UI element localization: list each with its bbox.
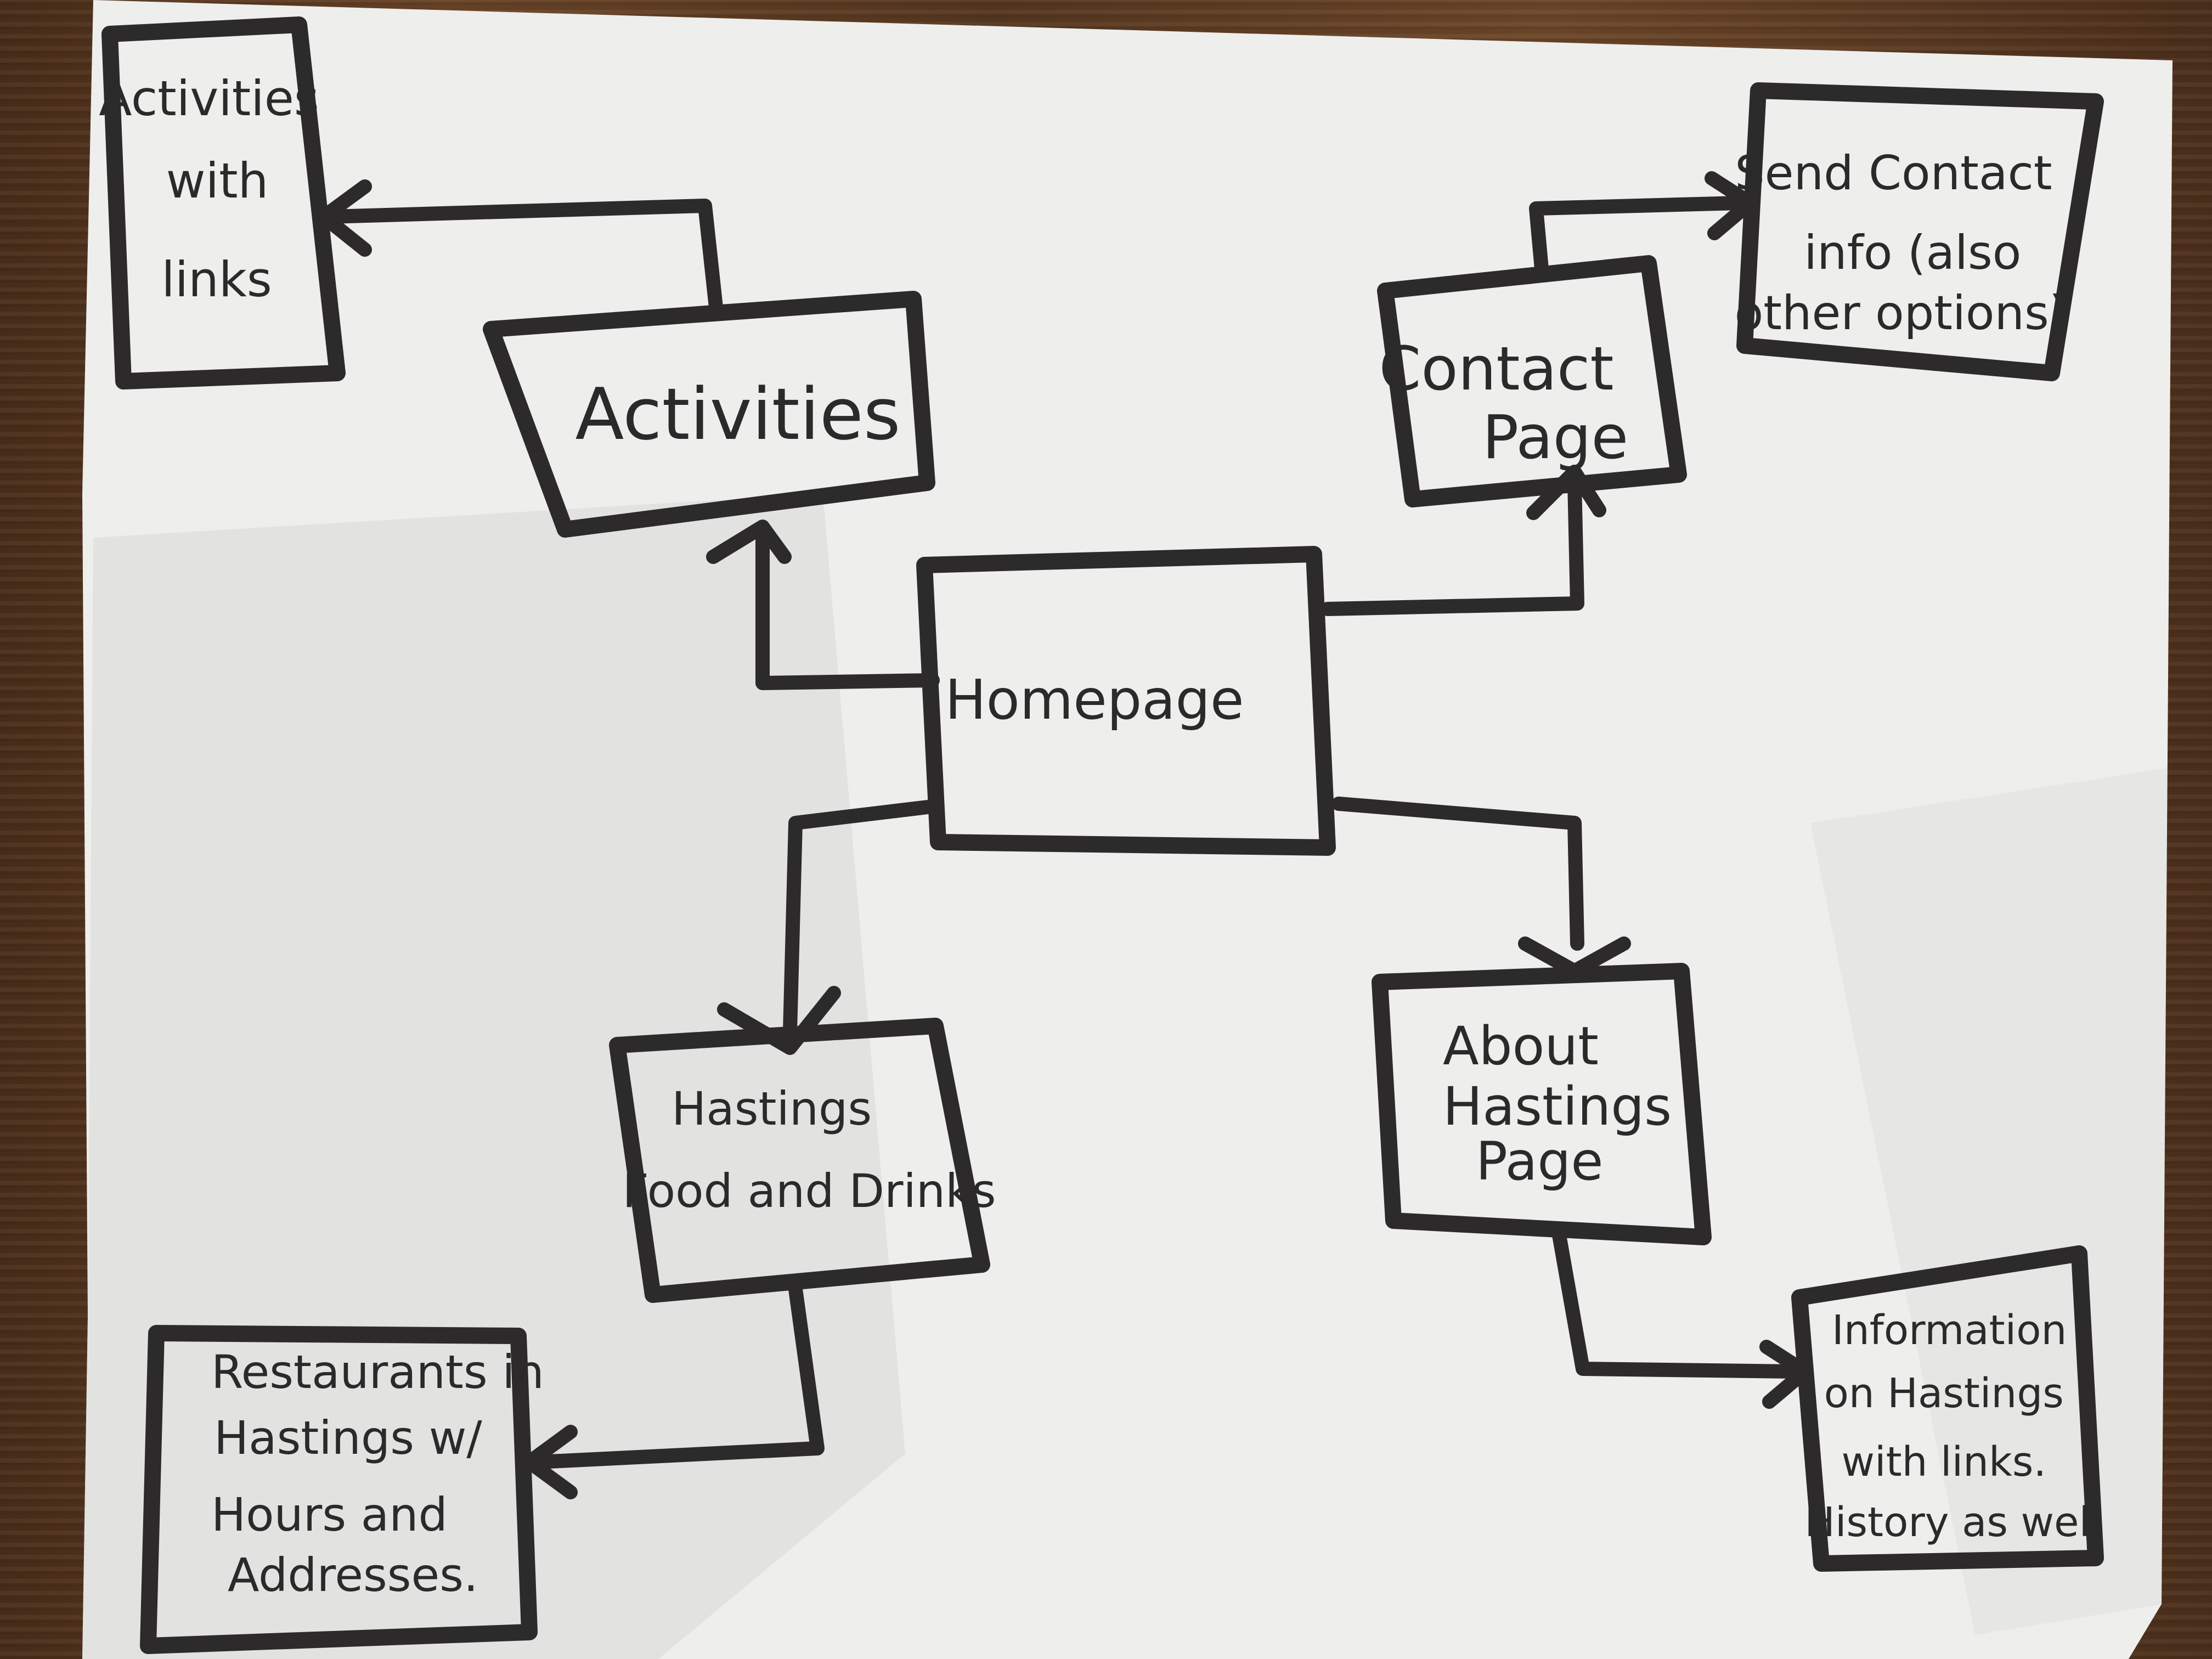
box-food [609, 1018, 990, 1303]
label-send-contact-line: Send Contact [1735, 146, 2052, 201]
labels: Activities with links Activities Homepag… [99, 70, 2101, 1602]
edge-homepage-contact [1321, 476, 1584, 616]
label-send-contact-line: info (also [1804, 225, 2021, 280]
label-contact-line: Contact [1379, 334, 1614, 404]
label-information-line: with links. [1842, 1438, 2046, 1486]
label-send-contact: Send Contact info (also other options) [1735, 146, 2068, 341]
arrowhead-contact [1526, 465, 1606, 520]
box-send-contact [1736, 82, 2104, 381]
label-food-line: Hastings [672, 1082, 872, 1136]
label-information: Information on Hastings with links. Hist… [1804, 1307, 2101, 1546]
paper-shadow [82, 494, 905, 1659]
label-homepage: Homepage [945, 668, 1244, 732]
label-restaurants-line: Addresses. [228, 1548, 478, 1602]
label-activities-links-line: links [161, 251, 272, 308]
label-information-line: History as well [1804, 1499, 2101, 1546]
box-activities [483, 291, 935, 538]
box-homepage [916, 546, 1336, 856]
edge-homepage-about [1331, 797, 1584, 951]
label-activities-line: Activities [575, 373, 900, 456]
box-about [1372, 963, 1712, 1245]
label-information-line: on Hastings [1824, 1370, 2064, 1417]
edge-homepage-activities [755, 531, 940, 690]
label-information-line: Information [1832, 1307, 2067, 1354]
label-restaurants-line: Hours and [211, 1488, 448, 1542]
label-activities-links-line: Activities [99, 70, 319, 127]
label-send-contact-line: other options) [1735, 286, 2068, 341]
edge-homepage-food [783, 799, 940, 1039]
label-restaurants-line: Hastings w/ [214, 1411, 482, 1465]
arrowhead-activities [706, 520, 792, 564]
box-contact [1377, 255, 1687, 507]
label-restaurants-line: Restaurants in [211, 1345, 544, 1399]
boxes [101, 16, 2104, 1654]
paper-shadow-right [1810, 768, 2167, 1635]
arrowhead-food [717, 986, 841, 1055]
box-activities-links [101, 16, 346, 390]
label-about-line: Page [1476, 1131, 1603, 1192]
label-restaurants: Restaurants in Hastings w/ Hours and Add… [211, 1345, 559, 1602]
label-food-line: Food and Drinks [622, 1164, 996, 1218]
label-about-line: Hastings [1443, 1076, 1672, 1137]
label-homepage-line: Homepage [945, 668, 1244, 732]
label-food: Hastings Food and Drinks [622, 1082, 996, 1218]
edge-activities-activities-links [322, 199, 723, 314]
label-about: About Hastings Page [1443, 1015, 1689, 1192]
edge-about-information [1551, 1222, 1801, 1379]
box-restaurants [140, 1325, 538, 1654]
label-contact: Contact Page [1379, 334, 1633, 472]
label-activities: Activities [575, 373, 900, 456]
box-information [1791, 1245, 2104, 1572]
label-activities-links: Activities with links [99, 70, 334, 308]
edge-food-restaurants [531, 1282, 825, 1469]
edge-contact-send-contact [1529, 196, 1746, 276]
connectors [317, 171, 1812, 1499]
label-about-line: About [1443, 1015, 1599, 1077]
label-contact-line: Page [1482, 402, 1628, 472]
label-activities-links-line: with [166, 153, 269, 209]
